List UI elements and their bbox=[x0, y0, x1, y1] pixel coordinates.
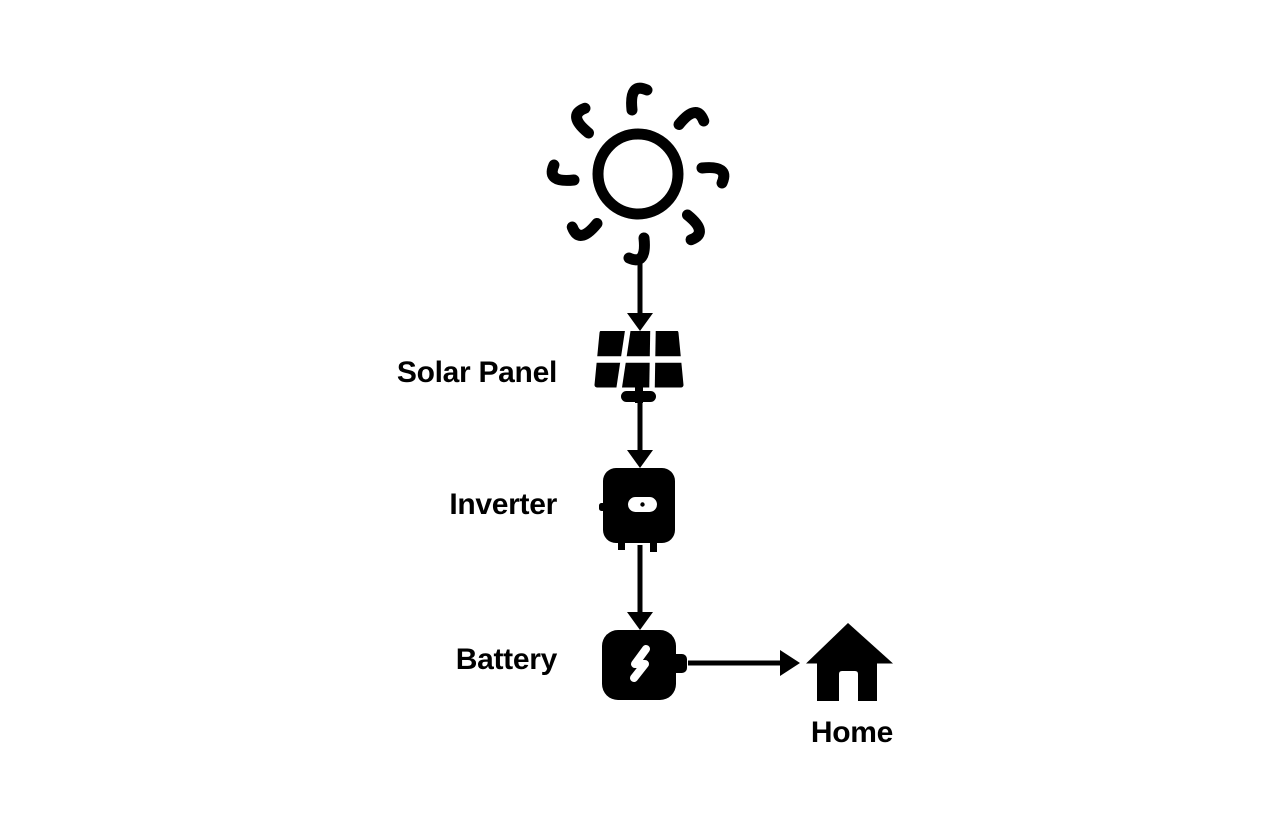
inverter-label: Inverter bbox=[449, 488, 557, 521]
sun-icon bbox=[540, 76, 736, 272]
solar-panel-label: Solar Panel bbox=[396, 356, 557, 389]
sun-ray bbox=[546, 159, 580, 186]
sun-ray bbox=[626, 82, 653, 116]
solar-panel-icon bbox=[593, 331, 689, 407]
sun-ray bbox=[623, 232, 650, 266]
home-door bbox=[839, 671, 858, 701]
lightning-bolt-icon bbox=[630, 645, 650, 682]
home-icon bbox=[798, 616, 902, 708]
inverter-icon bbox=[598, 463, 682, 555]
sun-ray bbox=[566, 217, 603, 241]
battery-icon bbox=[600, 626, 692, 704]
sun-ray bbox=[681, 209, 705, 246]
battery-label: Battery bbox=[455, 643, 558, 676]
arrow-inverter-to-battery bbox=[627, 545, 653, 630]
arrow-battery-to-home bbox=[688, 650, 800, 676]
sun-ray bbox=[571, 102, 595, 139]
sun-ray bbox=[673, 107, 710, 131]
arrow-sun-to-panel bbox=[627, 263, 653, 331]
arrow-panel-to-inverter bbox=[627, 398, 653, 468]
home-label: Home bbox=[810, 716, 894, 749]
sun-ray bbox=[696, 162, 730, 189]
